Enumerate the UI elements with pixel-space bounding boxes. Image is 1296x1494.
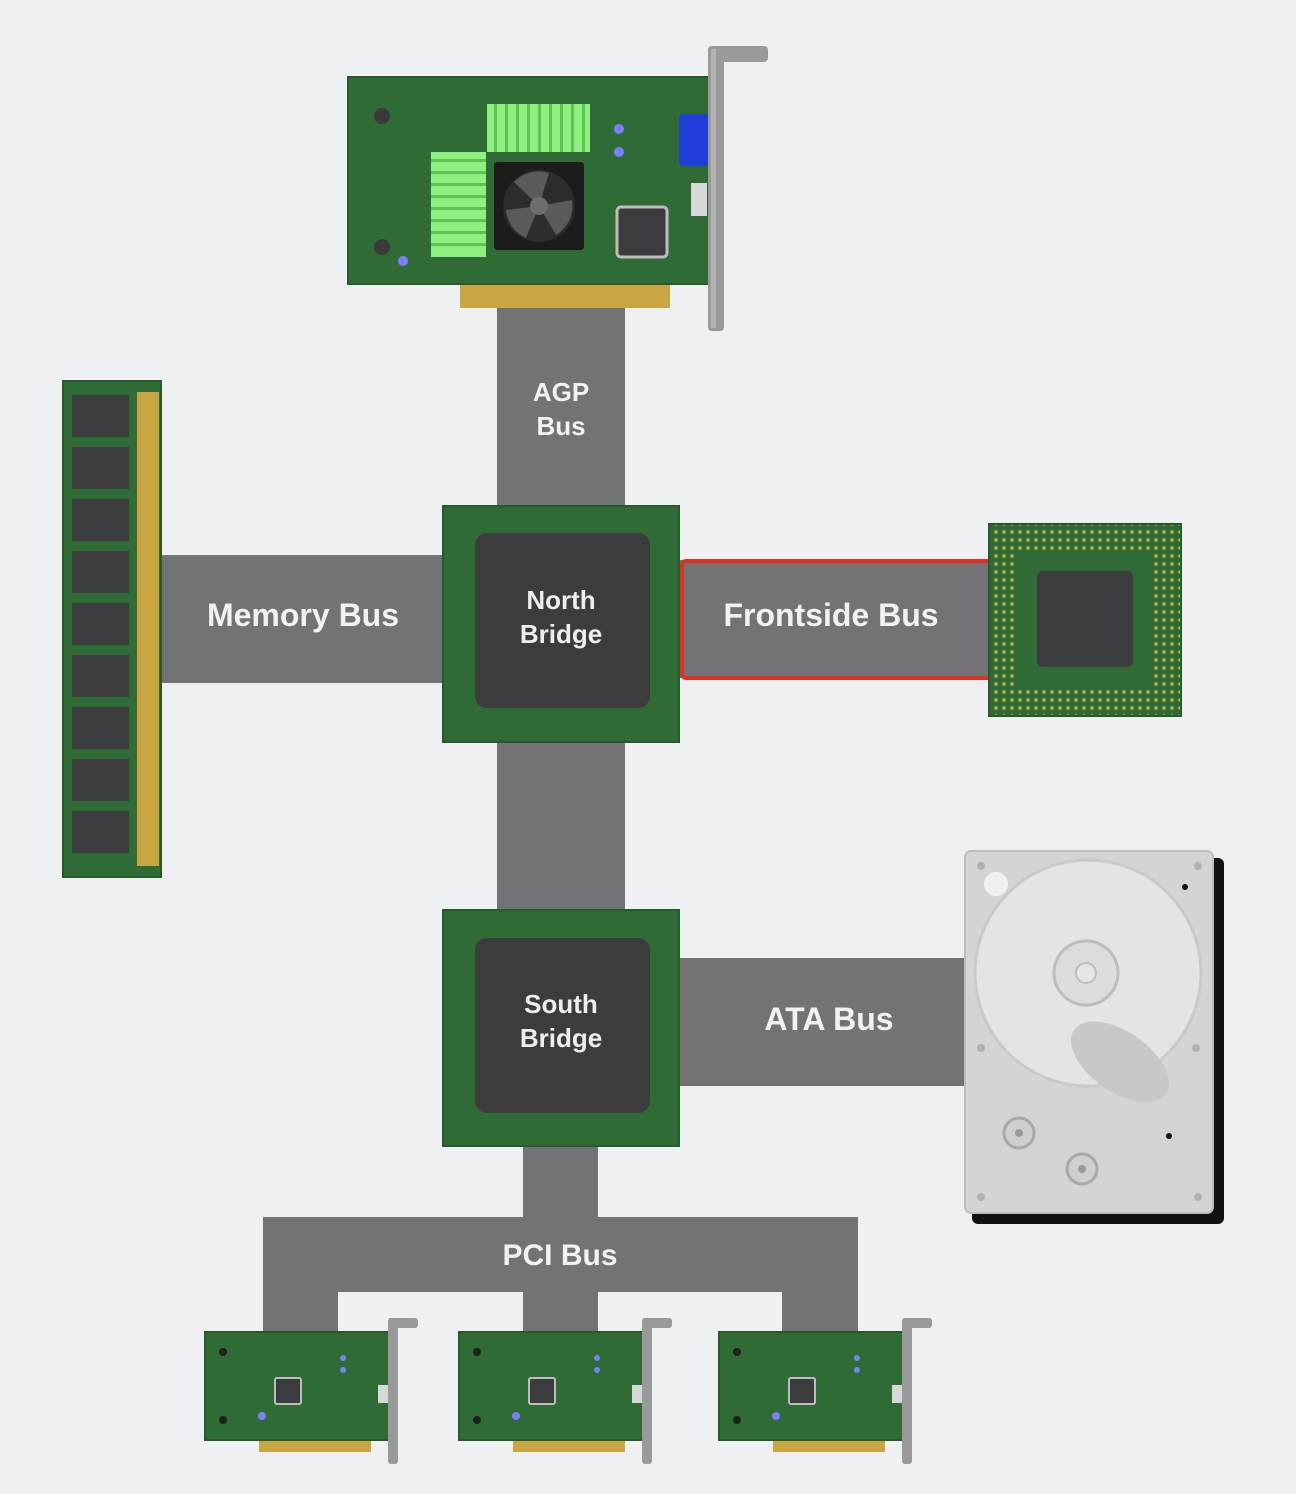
screw-hole-icon (374, 108, 390, 124)
vga-port-icon (679, 114, 709, 166)
bracket-icon (388, 1318, 398, 1464)
cpu[interactable] (988, 523, 1182, 717)
pci-card-2[interactable] (458, 1318, 672, 1464)
ata-bus-label: ATA Bus (764, 1001, 893, 1037)
agp-bus[interactable] (497, 300, 625, 510)
ata-bus[interactable] (678, 958, 968, 1086)
cpu-die-icon (1037, 571, 1133, 667)
pci-card-3[interactable] (718, 1318, 932, 1464)
frontside-bus[interactable] (680, 560, 990, 678)
screw-hole-icon (374, 239, 390, 255)
fan-icon (494, 162, 584, 250)
bracket-icon (902, 1318, 912, 1464)
pci-bus-stem[interactable] (523, 1140, 598, 1220)
pci-bus[interactable] (263, 1217, 858, 1292)
actuator-arm-icon (1071, 1021, 1169, 1103)
memory-bus[interactable] (160, 555, 445, 683)
bracket-icon (642, 1318, 652, 1464)
ram-module[interactable] (62, 380, 162, 878)
agp-graphics-card[interactable] (347, 46, 768, 331)
port-icon (691, 183, 707, 216)
bus-group (160, 300, 993, 1340)
agp-bus-label-line1: AGP (533, 377, 589, 407)
pci-bus-drop-3 (782, 1285, 858, 1340)
memory-chip-icon (615, 205, 669, 259)
led-icon (614, 124, 624, 134)
chip-icon (528, 1377, 556, 1405)
north-bridge-label-line1: North (526, 585, 595, 615)
pci-bus-drop-2 (523, 1285, 598, 1340)
northbridge-southbridge-bus[interactable] (497, 740, 625, 915)
memory-bus-label: Memory Bus (207, 597, 399, 633)
frontside-bus-label: Frontside Bus (723, 597, 938, 633)
heatsink-icon (431, 104, 590, 257)
led-icon (614, 147, 624, 157)
chip-icon (274, 1377, 302, 1405)
agp-bus-label-line2: Bus (536, 411, 585, 441)
pci-bus-drop-1 (263, 1285, 338, 1340)
ram-chips (72, 395, 129, 853)
pci-bus-label: PCI Bus (502, 1239, 617, 1272)
south-bridge-chip[interactable] (442, 909, 680, 1147)
north-bridge-label-line2: Bridge (520, 619, 602, 649)
pci-card-1[interactable] (204, 1318, 418, 1464)
led-icon (398, 256, 408, 266)
hard-drive[interactable] (964, 850, 1224, 1224)
north-bridge-chip[interactable] (442, 505, 680, 743)
south-bridge-label-line2: Bridge (520, 1023, 602, 1053)
chip-icon (788, 1377, 816, 1405)
south-bridge-label-line1: South (524, 989, 598, 1019)
card-gold-contacts (460, 282, 670, 308)
bracket-icon (708, 46, 768, 331)
ram-gold-contacts (137, 392, 159, 866)
